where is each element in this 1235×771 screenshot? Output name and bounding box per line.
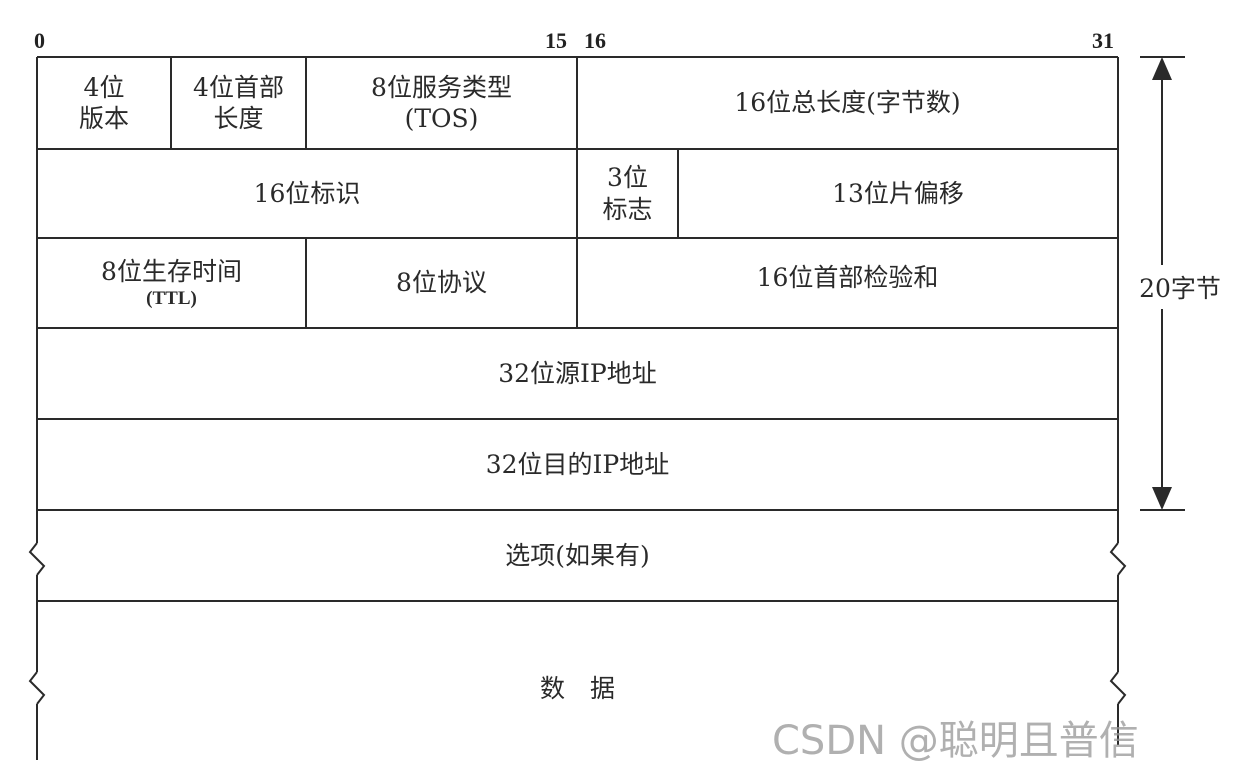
field-dest-ip: 32位目的IP地址 [37,419,1118,510]
field-flags-line2: 标志 [602,194,653,224]
field-header-length-line1: 4位首部 [193,72,284,102]
field-tos-line1: 8位服务类型 [371,72,512,102]
field-ttl: 8位生存时间 (TTL) [37,238,306,328]
field-source-ip: 32位源IP地址 [37,328,1118,419]
field-version-line2: 版本 [78,104,129,133]
field-dest-ip-label: 32位目的IP地址 [485,449,670,479]
field-flags: 3位 标志 [577,149,678,238]
field-tos-line2: (TOS) [404,104,479,133]
arrow-down-icon [1152,487,1172,510]
field-options-label: 选项(如果有) [505,540,650,570]
field-fragment-offset-label: 13位片偏移 [832,178,964,208]
bit-position-31: 31 [1092,28,1114,53]
field-options: 选项(如果有) [37,510,1118,601]
csdn-watermark: CSDN @聪明且普信 [772,718,1139,764]
field-source-ip-label: 32位源IP地址 [498,358,657,388]
field-checksum-label: 16位首部检验和 [756,263,939,293]
bit-position-15: 15 [545,28,567,53]
field-ttl-line1: 8位生存时间 [101,256,242,286]
field-fragment-offset: 13位片偏移 [678,149,1118,238]
arrow-up-icon [1152,57,1172,80]
field-total-length-label: 16位总长度(字节数) [734,88,961,118]
bit-position-0: 0 [34,28,45,53]
header-size-label: 20字节 [1130,265,1230,309]
field-version: 4位 版本 [37,57,171,149]
field-identification: 16位标识 [37,149,577,238]
field-ttl-line2: (TTL) [146,287,197,309]
field-protocol-label: 8位协议 [396,268,487,298]
field-version-line1: 4位 [83,72,125,102]
field-protocol: 8位协议 [306,238,577,328]
field-header-length: 4位首部 长度 [171,57,306,149]
field-flags-line1: 3位 [607,163,648,193]
field-identification-label: 16位标识 [253,178,361,208]
field-total-length: 16位总长度(字节数) [577,57,1118,149]
field-tos: 8位服务类型 (TOS) [306,57,577,149]
field-data-label: 数 据 [539,674,615,703]
field-data: 数 据 [37,601,1118,771]
field-checksum: 16位首部检验和 [577,238,1118,318]
field-header-length-line2: 长度 [213,104,264,133]
bit-position-16: 16 [584,28,606,53]
